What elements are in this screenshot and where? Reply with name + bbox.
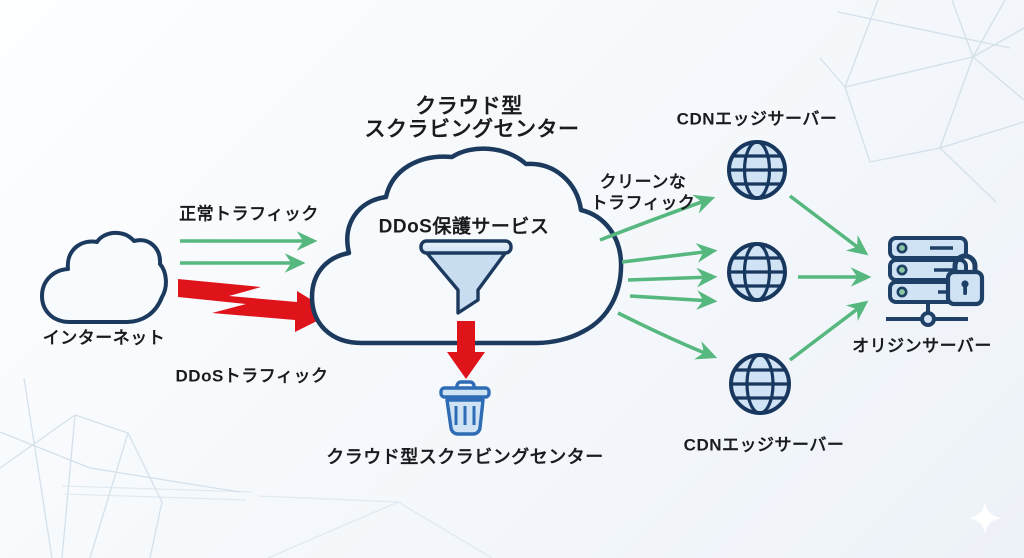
lock-icon	[945, 253, 985, 307]
scrubbing-center-caption: クラウド型スクラビングセンター	[326, 447, 604, 467]
clean-traffic-arrows	[599, 194, 718, 360]
trash-icon	[439, 380, 491, 436]
cdn-globe-icon-bottom	[729, 353, 791, 415]
clean-traffic-label-line2: トラフィック	[590, 193, 696, 213]
normal-traffic-arrows	[180, 231, 318, 273]
origin-server-label: オリジンサーバー	[852, 336, 992, 356]
protection-service-label: DDoS保護サービス	[378, 216, 550, 238]
funnel-icon	[419, 239, 513, 315]
background-network-lines-bottom-left	[0, 377, 493, 558]
background-network-lines-top-right	[819, 0, 1024, 203]
dropped-traffic-arrow	[447, 321, 485, 379]
cdn-edge-label-top: CDNエッジサーバー	[676, 109, 838, 129]
cdn-edge-label-bottom: CDNエッジサーバー	[683, 435, 845, 455]
cdn-globe-icon-middle	[727, 242, 787, 302]
scrubbing-center-title-line1: クラウド型	[415, 95, 523, 118]
clean-traffic-label-line1: クリーンな	[599, 172, 687, 192]
origin-server-icon	[886, 236, 985, 327]
normal-traffic-label: 正常トラフィック	[179, 204, 319, 224]
sparkle-icon	[969, 502, 1001, 534]
ddos-traffic-label: DDoSトラフィック	[175, 366, 329, 386]
cdn-globe-icon-top	[727, 140, 787, 200]
cdn-to-origin-arrows	[788, 194, 872, 362]
ddos-traffic-arrow	[178, 279, 333, 332]
scrubbing-center-title-line2: スクラビングセンター	[364, 118, 580, 141]
internet-cloud-icon	[40, 230, 168, 324]
internet-label: インターネット	[42, 328, 166, 348]
